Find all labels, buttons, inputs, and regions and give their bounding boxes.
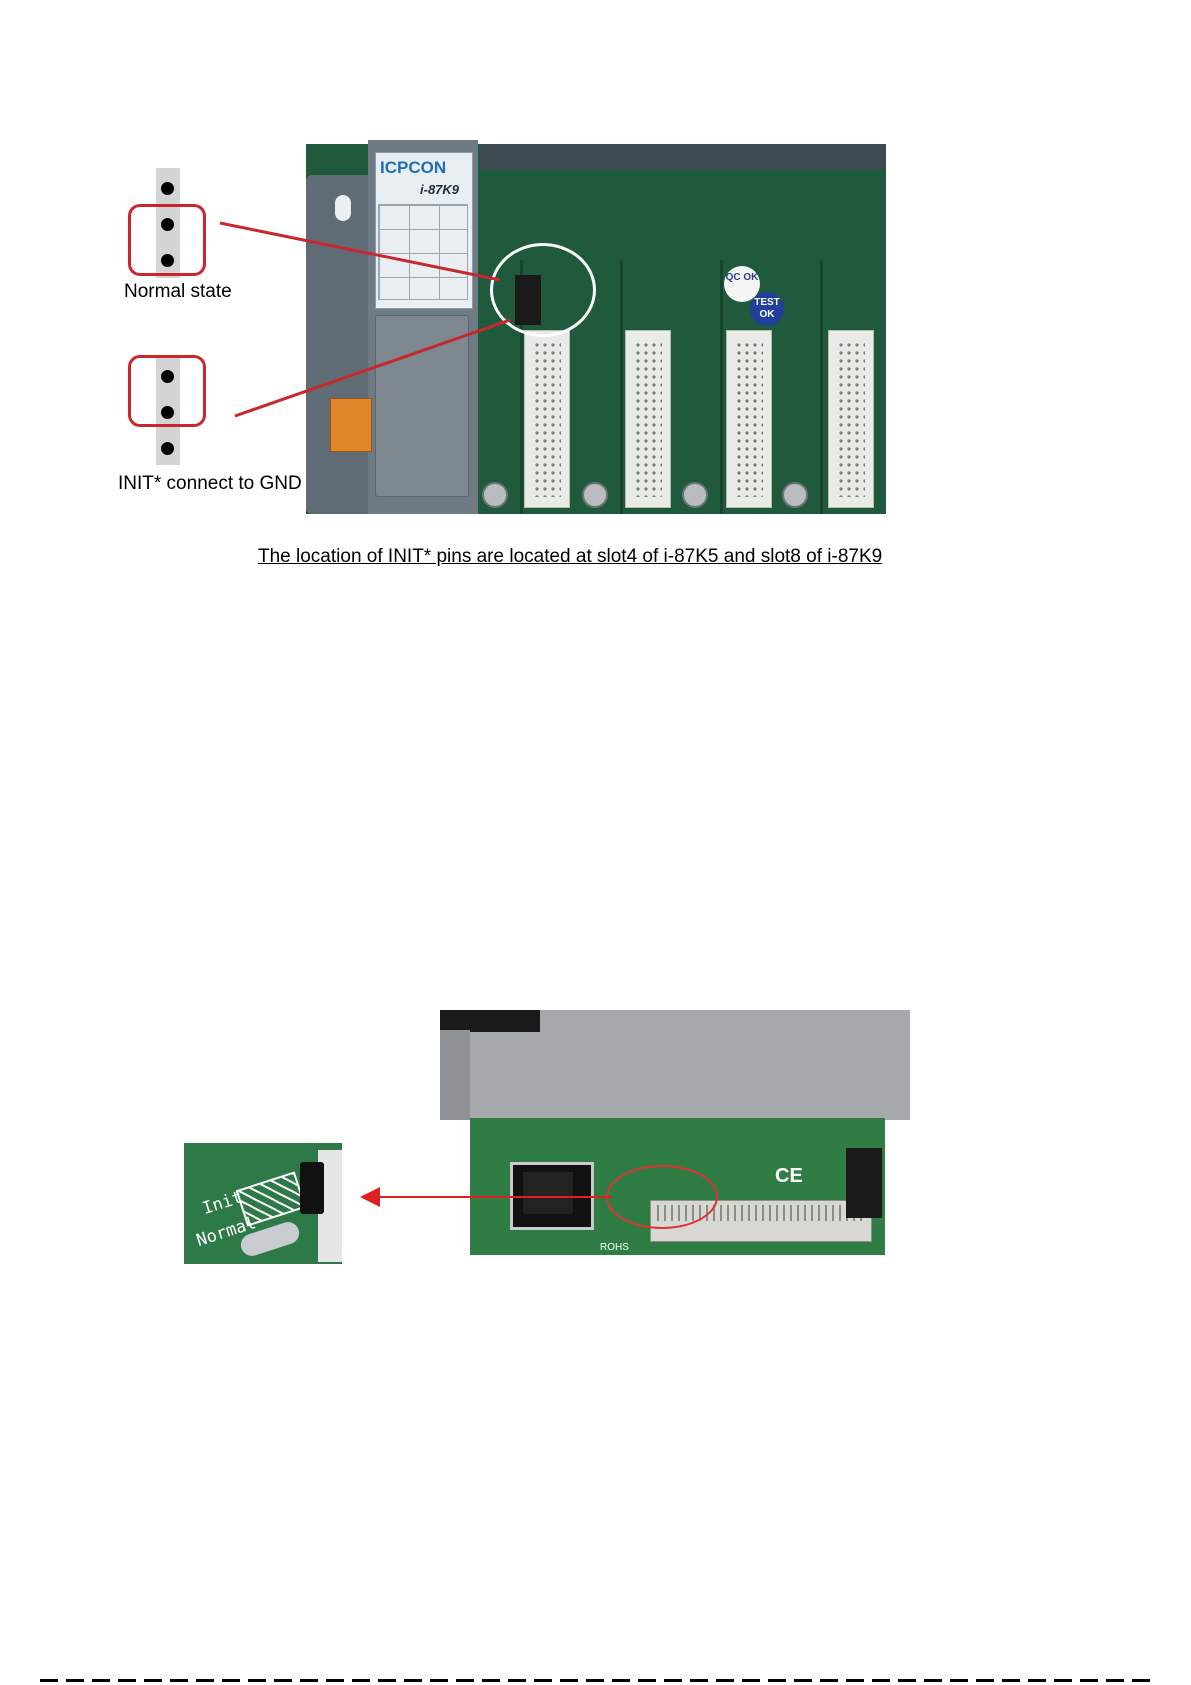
jumper-location-ellipse xyxy=(606,1165,718,1229)
leader-line-normal xyxy=(220,223,500,280)
rohs-mark: ROHS xyxy=(600,1242,629,1253)
module-side-panel xyxy=(440,1030,470,1120)
module-housing-edge xyxy=(440,1010,540,1032)
side-connector xyxy=(846,1148,882,1218)
cpu-chip-die xyxy=(523,1172,573,1214)
page-bottom-rule xyxy=(40,1679,1150,1682)
arrow-line xyxy=(362,1196,612,1198)
leader-lines xyxy=(0,0,1191,560)
leader-line-init xyxy=(235,320,510,416)
inset-jumper xyxy=(300,1162,324,1214)
figure-caption: The location of INIT* pins are located a… xyxy=(258,546,882,568)
arrow-left-icon xyxy=(360,1187,380,1207)
ce-mark: CE xyxy=(775,1165,803,1188)
